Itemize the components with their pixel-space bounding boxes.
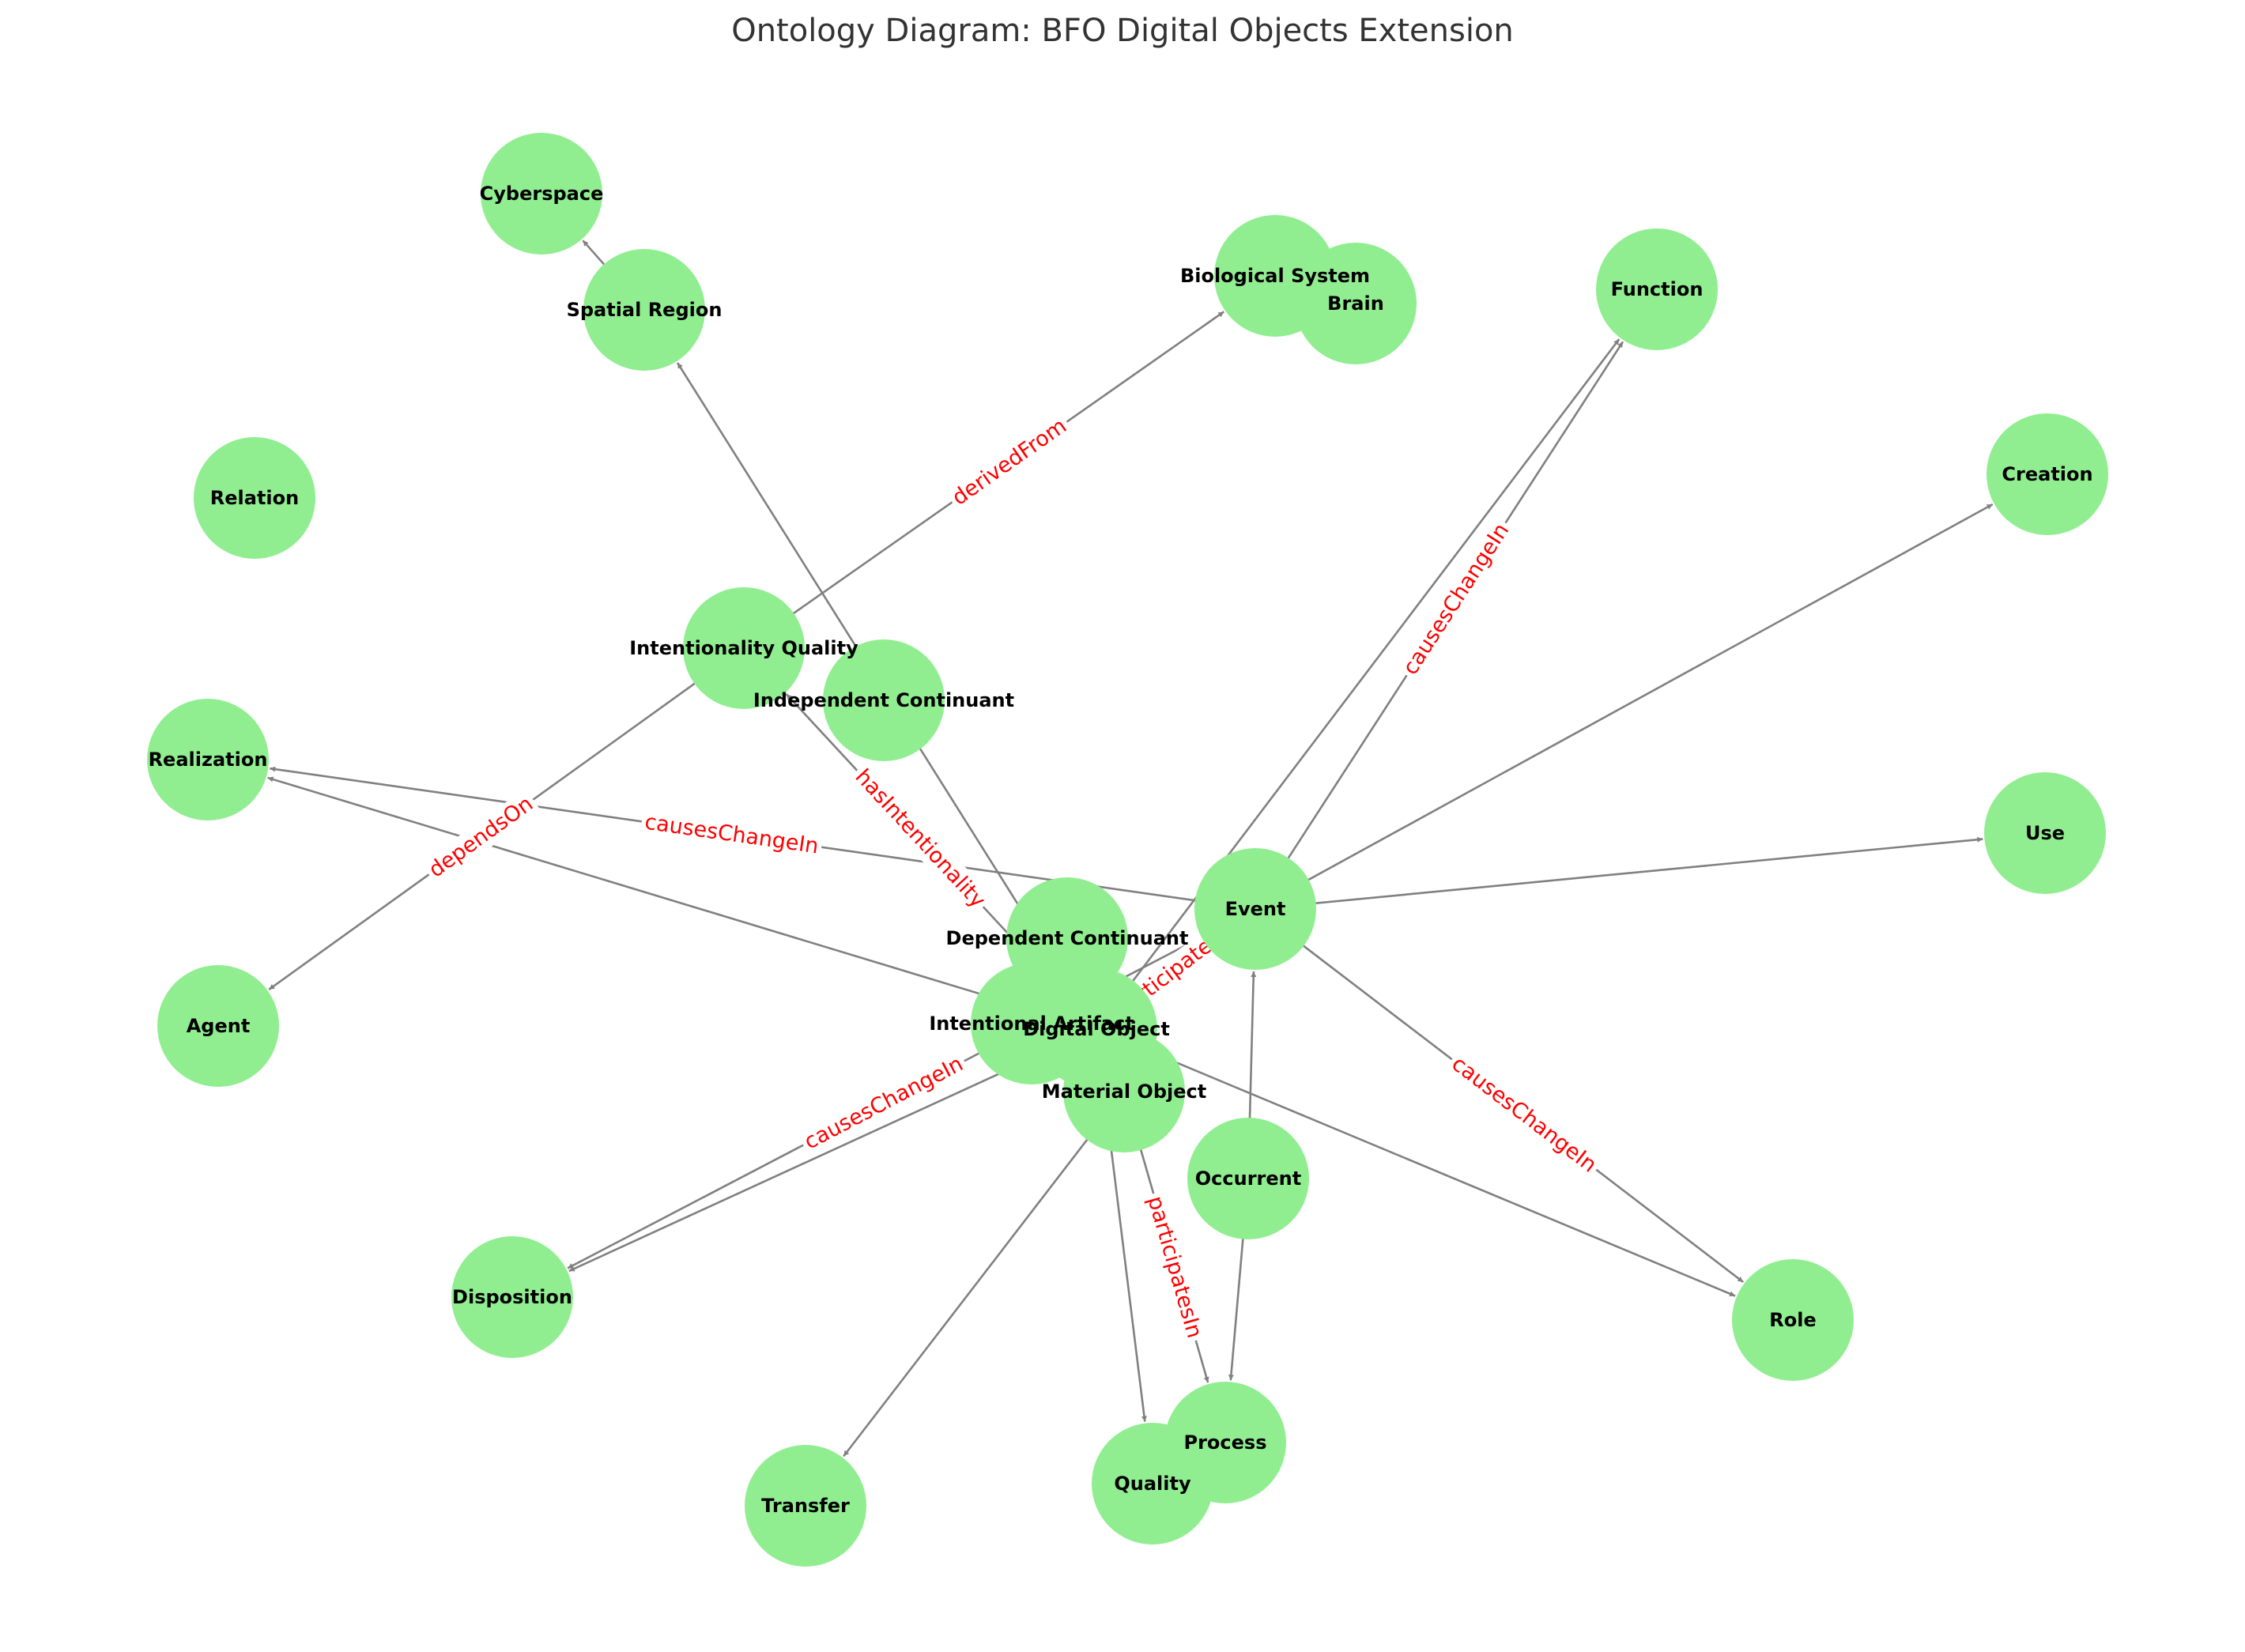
- node-event: [1194, 848, 1316, 970]
- edge-label: dependsOn: [424, 791, 538, 882]
- edge-label-background: [797, 1048, 971, 1158]
- edge-label-group: hasIntentionality: [847, 760, 994, 917]
- node-circle: [823, 639, 945, 761]
- node-circle: [1596, 228, 1718, 350]
- node-circle: [1987, 413, 2108, 535]
- node-use: [1984, 772, 2106, 894]
- node-cyberspace: [481, 133, 602, 255]
- node-label-relation: Relation: [210, 487, 299, 509]
- node-quality: [1092, 1423, 1213, 1545]
- node-circle: [1063, 1031, 1185, 1152]
- node-label-intentionality-quality: Intentionality Quality: [629, 637, 858, 659]
- edge-event-to-use: [1255, 836, 1983, 911]
- node-circle: [194, 437, 315, 559]
- edge-digital-object-to-role: [1096, 1028, 1736, 1297]
- node-label-intentional-artifact: Intentional Artifact: [929, 1013, 1134, 1035]
- node-material-object: [1063, 1031, 1185, 1152]
- edge-label: causesChangeIn: [1398, 519, 1515, 680]
- edge-label-group: derivedFrom: [944, 410, 1075, 514]
- node-label-realization: Realization: [149, 749, 268, 771]
- edge-label-background: [1443, 1048, 1605, 1181]
- node-label-spatial-region: Spatial Region: [567, 299, 723, 321]
- node-circle: [1295, 243, 1417, 364]
- node-circle: [745, 1445, 866, 1567]
- node-circle: [147, 699, 269, 820]
- node-independent-continuant: [823, 639, 945, 761]
- node-occurrent: [1187, 1118, 1309, 1239]
- node-circle: [583, 249, 705, 371]
- edge-label: participatesIn: [1142, 1194, 1206, 1341]
- node-label-disposition: Disposition: [452, 1286, 572, 1308]
- edge-label-background: [421, 788, 541, 886]
- node-disposition: [451, 1236, 573, 1358]
- edge-label-background: [847, 760, 994, 917]
- edge-material-object-to-transfer: [843, 1091, 1126, 1458]
- edge-label-background: [1140, 1190, 1209, 1345]
- node-label-transfer: Transfer: [761, 1495, 850, 1517]
- edge-label-background: [1394, 515, 1518, 683]
- edge-event-to-creation: [1255, 503, 1994, 911]
- node-label-biological-system: Biological System: [1180, 265, 1370, 287]
- node-label-creation: Creation: [2002, 463, 2092, 485]
- node-circle: [683, 587, 805, 709]
- edge-label: derivedFrom: [948, 413, 1071, 510]
- edge-digital-object-to-realization: [267, 776, 1097, 1031]
- node-circle: [481, 133, 602, 255]
- node-label-material-object: Material Object: [1042, 1081, 1206, 1103]
- node-circle: [157, 965, 279, 1087]
- edge-label: causesChangeIn: [801, 1051, 968, 1154]
- edge-label-group: causesChangeIn: [1394, 515, 1518, 683]
- node-circle: [1984, 772, 2106, 894]
- node-spatial-region: [583, 249, 705, 371]
- edge-label-group: dependsOn: [421, 788, 541, 886]
- node-circle: [1732, 1259, 1854, 1381]
- edge-label: causesChangeIn: [643, 810, 821, 859]
- node-label-occurrent: Occurrent: [1195, 1167, 1301, 1190]
- node-label-process: Process: [1184, 1431, 1267, 1454]
- node-label-quality: Quality: [1114, 1473, 1191, 1495]
- node-circle: [1194, 848, 1316, 970]
- node-relation: [194, 437, 315, 559]
- node-function: [1596, 228, 1718, 350]
- node-intentionality-quality: [683, 587, 805, 709]
- node-label-event: Event: [1225, 898, 1286, 920]
- node-agent: [157, 965, 279, 1087]
- node-label-brain: Brain: [1327, 292, 1384, 315]
- node-role: [1732, 1259, 1854, 1381]
- edge-label: hasIntentionality: [851, 764, 990, 913]
- edge-label-group: causesChangeIn: [640, 807, 824, 862]
- node-label-cyberspace: Cyberspace: [480, 183, 604, 205]
- edge-label: causesChangeIn: [1447, 1051, 1602, 1177]
- node-brain: [1295, 243, 1417, 364]
- node-realization: [147, 699, 269, 820]
- diagram-title: Ontology Diagram: BFO Digital Objects Ex…: [731, 13, 1514, 49]
- edge-label-group: causesChangeIn: [797, 1048, 971, 1158]
- node-transfer: [745, 1445, 866, 1567]
- node-label-use: Use: [2025, 822, 2065, 844]
- node-label-function: Function: [1611, 278, 1704, 300]
- node-label-role: Role: [1769, 1309, 1816, 1331]
- node-label-independent-continuant: Independent Continuant: [753, 689, 1014, 711]
- edge-digital-object-to-function: [1095, 338, 1621, 1030]
- node-label-dependent-continuant: Dependent Continuant: [946, 927, 1189, 949]
- edge-label-background: [640, 807, 824, 862]
- node-circle: [1187, 1118, 1309, 1239]
- edge-label-group: causesChangeIn: [1443, 1048, 1605, 1181]
- node-creation: [1987, 413, 2108, 535]
- edge-label-background: [944, 410, 1075, 514]
- node-circle: [451, 1236, 573, 1358]
- node-label-digital-object: Digital Object: [1023, 1018, 1170, 1040]
- node-circle: [1092, 1423, 1213, 1545]
- node-label-agent: Agent: [187, 1015, 251, 1037]
